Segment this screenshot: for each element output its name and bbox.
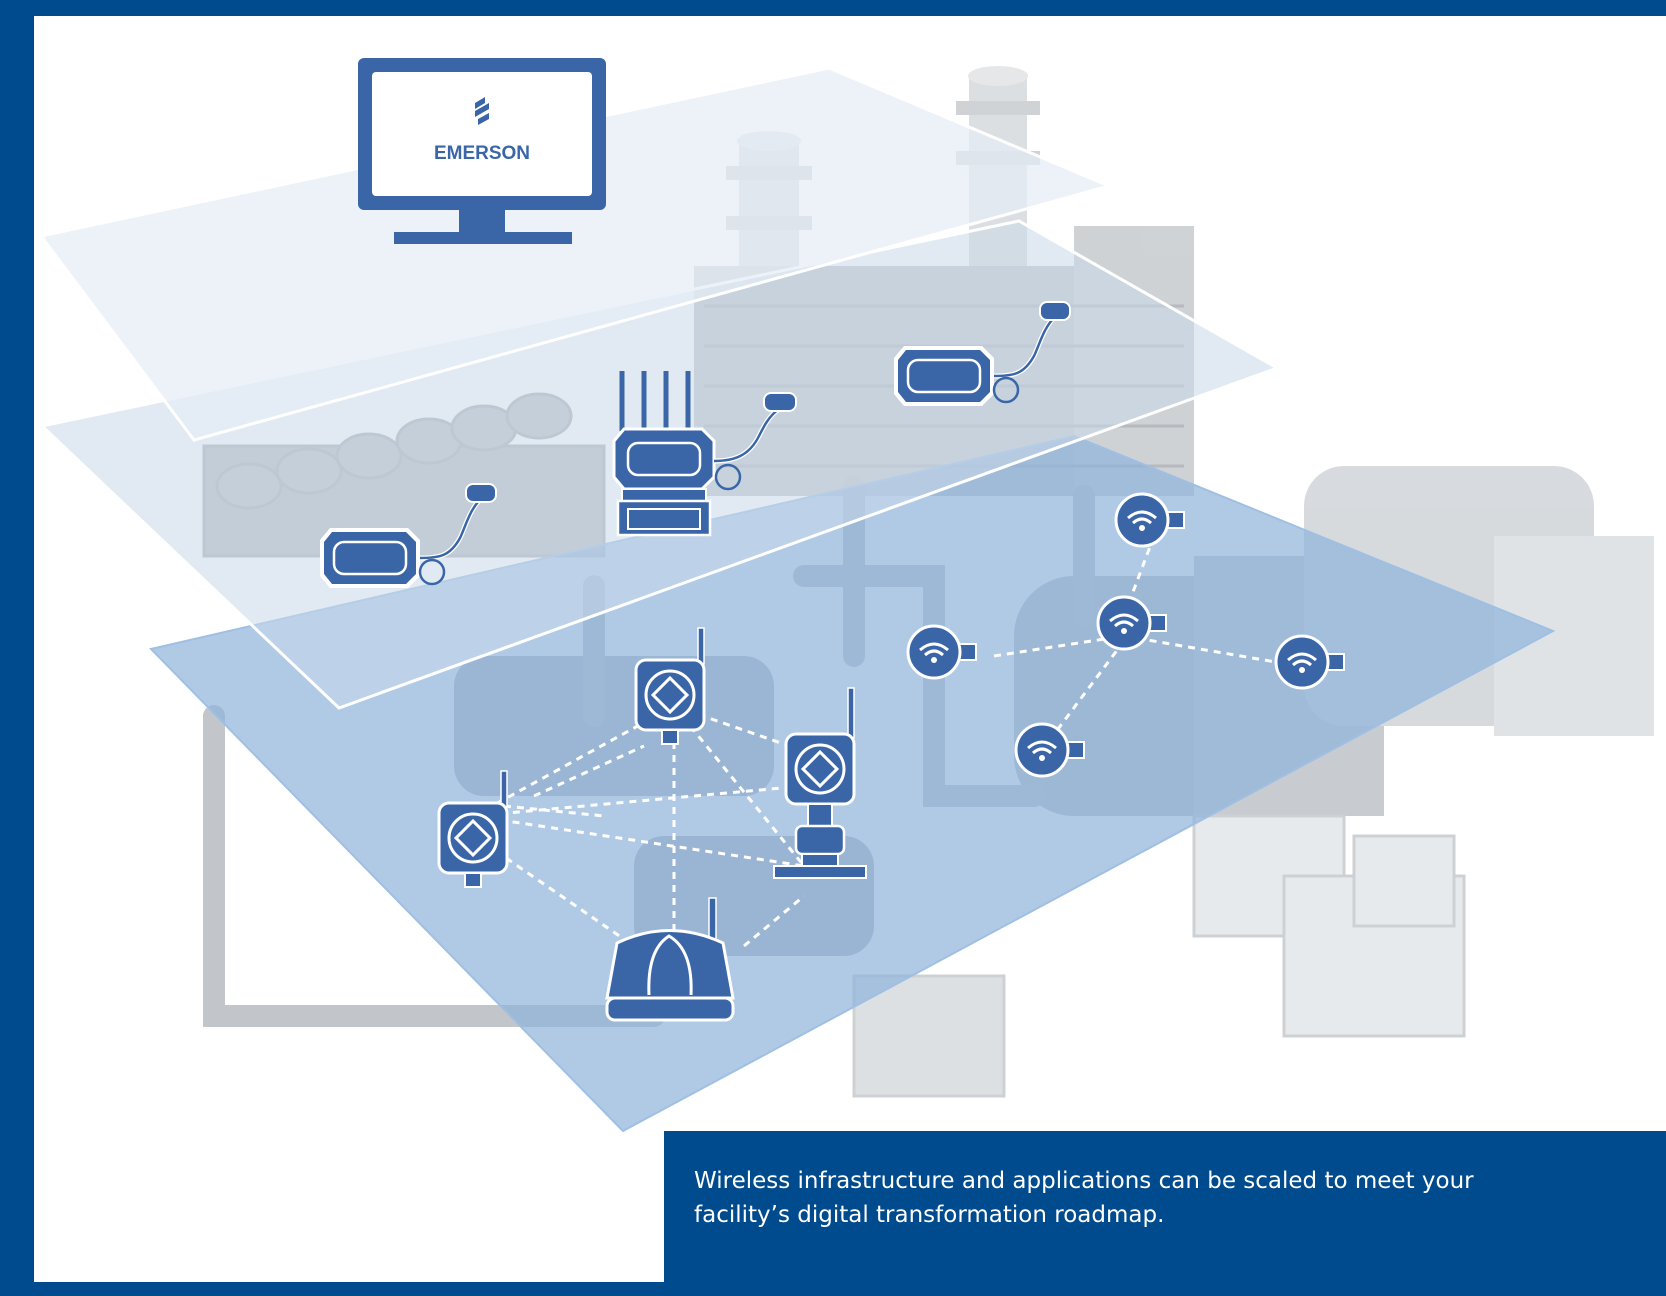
wireless-adapter-icon (894, 301, 1071, 406)
monitor-icon: EMERSON (358, 58, 606, 244)
wifi-sensor-icon (906, 624, 977, 680)
emerson-logo-wordmark: EMERSON (434, 143, 530, 164)
caption-text: Wireless infrastructure and applications… (694, 1168, 1474, 1228)
wifi-sensor-icon (1114, 492, 1185, 548)
wireless-transmitter-icon (437, 770, 509, 888)
caption-box: Wireless infrastructure and applications… (664, 1131, 1666, 1282)
wifi-sensor-icon (1096, 595, 1167, 651)
substation-structures (852, 814, 1466, 1098)
layered-plant-diagram: EMERSON (38, 58, 1654, 1133)
wifi-sensor-icon (1274, 634, 1345, 690)
wireless-adapter-icon (320, 483, 497, 588)
wireless-transmitter-icon (634, 627, 706, 745)
wireless-router-icon (605, 897, 735, 1022)
diagram-canvas: EMERSON (34, 16, 1666, 1282)
wifi-sensor-icon (1014, 722, 1085, 778)
wireless-transmitter-icon (773, 687, 867, 879)
emerson-logo-mark (475, 97, 489, 125)
gateway-icon (612, 371, 797, 537)
